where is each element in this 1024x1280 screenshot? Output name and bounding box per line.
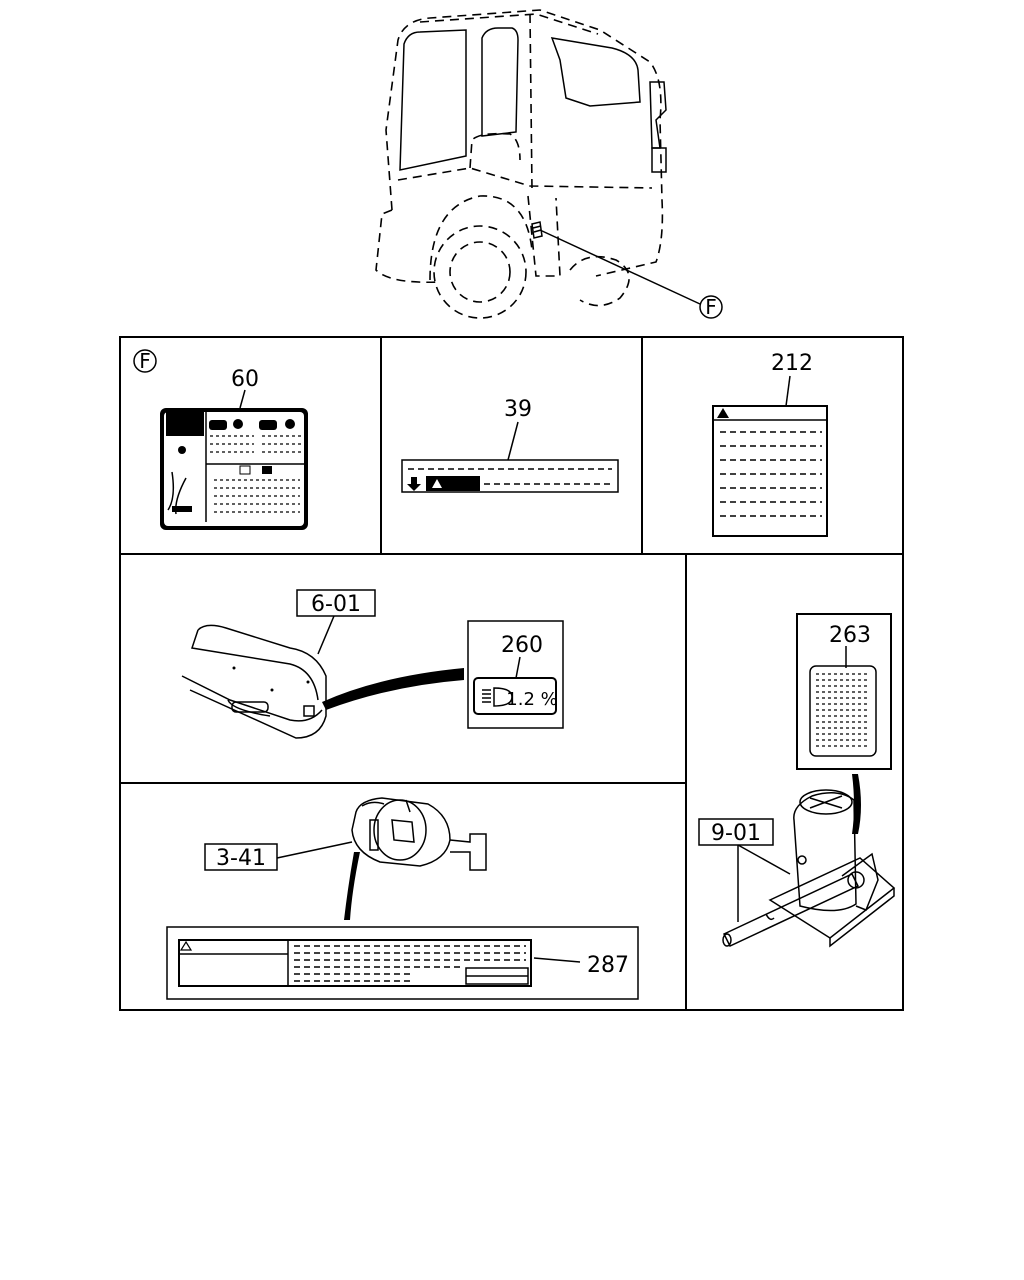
part-number-39: 39: [504, 397, 532, 422]
label-260-text: 1.2 %: [506, 689, 557, 710]
label-212-graphic: [712, 405, 828, 537]
panel-f-marker: F: [139, 349, 151, 373]
panel-label-60: F 60: [133, 349, 308, 530]
warning-triangle-icon: [432, 479, 442, 488]
label-260-graphic: 1.2 %: [473, 677, 558, 715]
part-number-287: 287: [587, 953, 629, 978]
down-arrow-icon: [407, 477, 421, 491]
label-60-graphic: [160, 408, 308, 530]
bottle-jack-illustration: [722, 789, 896, 948]
warning-triangle-icon: [717, 408, 729, 418]
panel-frames: [119, 336, 904, 1011]
panel-label-39: 39: [401, 397, 619, 493]
part-number-260: 260: [501, 633, 543, 658]
part-number-212: 212: [771, 351, 813, 376]
label-39-graphic: [401, 459, 619, 493]
panel-jack: 263 9-01: [698, 613, 896, 948]
panel-headlamp-leveling: 6-01 260 1.2 %: [181, 589, 564, 739]
panel-label-212: 212: [712, 351, 828, 537]
truck-cab-illustration: F: [375, 9, 723, 319]
label-287-graphic: [178, 939, 532, 987]
warning-triangle-icon: [179, 940, 193, 951]
label-263-graphic: [809, 665, 877, 757]
panel-air-dryer: 3-41 287: [166, 797, 639, 1000]
part-number-60: 60: [231, 367, 259, 392]
detail-marker-f: F: [705, 295, 717, 319]
bumper-illustration: [181, 624, 327, 739]
headlamp-icon: [482, 687, 513, 707]
part-number-6-01: 6-01: [311, 592, 361, 617]
part-number-9-01: 9-01: [711, 821, 761, 846]
air-dryer-illustration: [351, 797, 487, 871]
part-number-3-41: 3-41: [216, 846, 266, 871]
part-number-263: 263: [829, 623, 871, 648]
